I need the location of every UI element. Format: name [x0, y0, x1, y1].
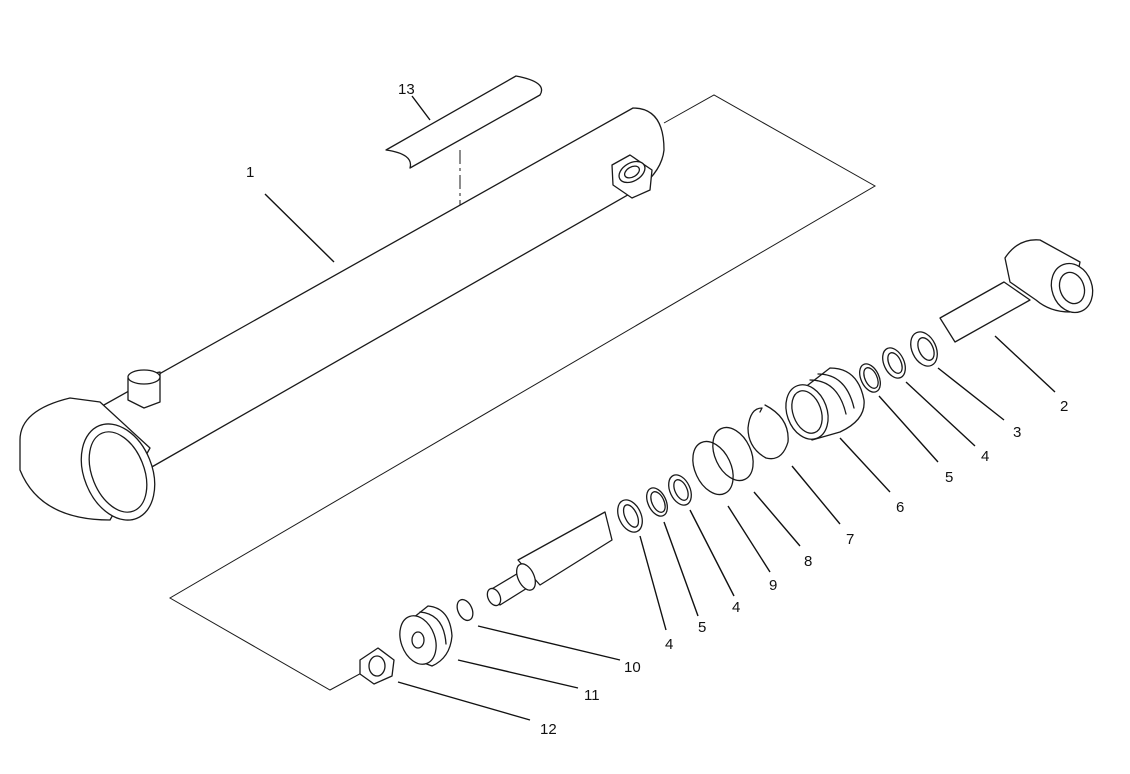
leader-5-upper [878, 395, 939, 463]
part-10-small-o-ring [456, 598, 474, 622]
leader-8 [753, 491, 801, 547]
part-7-snap-ring [747, 404, 789, 460]
part-5-ring-lower [646, 487, 668, 517]
part-11-piston [399, 605, 453, 667]
callout-8: 8 [804, 553, 812, 570]
callout-4-lower-a: 4 [732, 599, 740, 616]
leader-11 [457, 659, 579, 689]
part-4-seal-lower-b [617, 499, 643, 533]
part-8-o-ring [712, 426, 754, 482]
leader-7 [791, 465, 841, 525]
callout-5-upper: 5 [945, 469, 953, 486]
leader-4-upper [905, 381, 976, 447]
callout-13: 13 [398, 81, 415, 98]
leader-5-lower [663, 521, 699, 617]
callout-10: 10 [624, 659, 641, 676]
leader-4-lower-b [639, 535, 667, 631]
callout-9: 9 [769, 577, 777, 594]
leader-4-lower-a [689, 509, 735, 597]
callout-11: 11 [584, 687, 600, 704]
callout-5-lower: 5 [698, 619, 706, 636]
leader-2 [994, 335, 1056, 393]
callout-1: 1 [246, 164, 254, 181]
part-6-gland [785, 367, 865, 441]
leader-1 [264, 193, 335, 263]
callout-12: 12 [540, 721, 557, 738]
leader-12 [397, 681, 531, 721]
part-13-tube [385, 75, 543, 215]
part-4-seal-lower-a [668, 474, 692, 506]
part-3-wiper [910, 331, 938, 367]
callout-2: 2 [1060, 398, 1068, 415]
leader-6 [839, 437, 891, 493]
rod-threaded-end [486, 511, 613, 607]
callout-7: 7 [846, 531, 854, 548]
part-9-backup-ring [692, 440, 734, 496]
leader-9 [727, 505, 771, 573]
part-1-cylinder-barrel [19, 107, 665, 521]
part-12-hex-nut [359, 647, 395, 685]
callout-6: 6 [896, 499, 904, 516]
leader-10 [477, 625, 621, 661]
callout-4-lower-b: 4 [665, 636, 673, 653]
part-4-seal-upper [882, 347, 906, 379]
leader-3 [937, 367, 1005, 421]
leader-13 [411, 95, 431, 121]
part-5-ring-upper [859, 363, 881, 393]
part-2-rod-eye [939, 239, 1094, 343]
callout-3: 3 [1013, 424, 1021, 441]
callout-4-upper: 4 [981, 448, 989, 465]
rod-group-outline [169, 94, 877, 691]
